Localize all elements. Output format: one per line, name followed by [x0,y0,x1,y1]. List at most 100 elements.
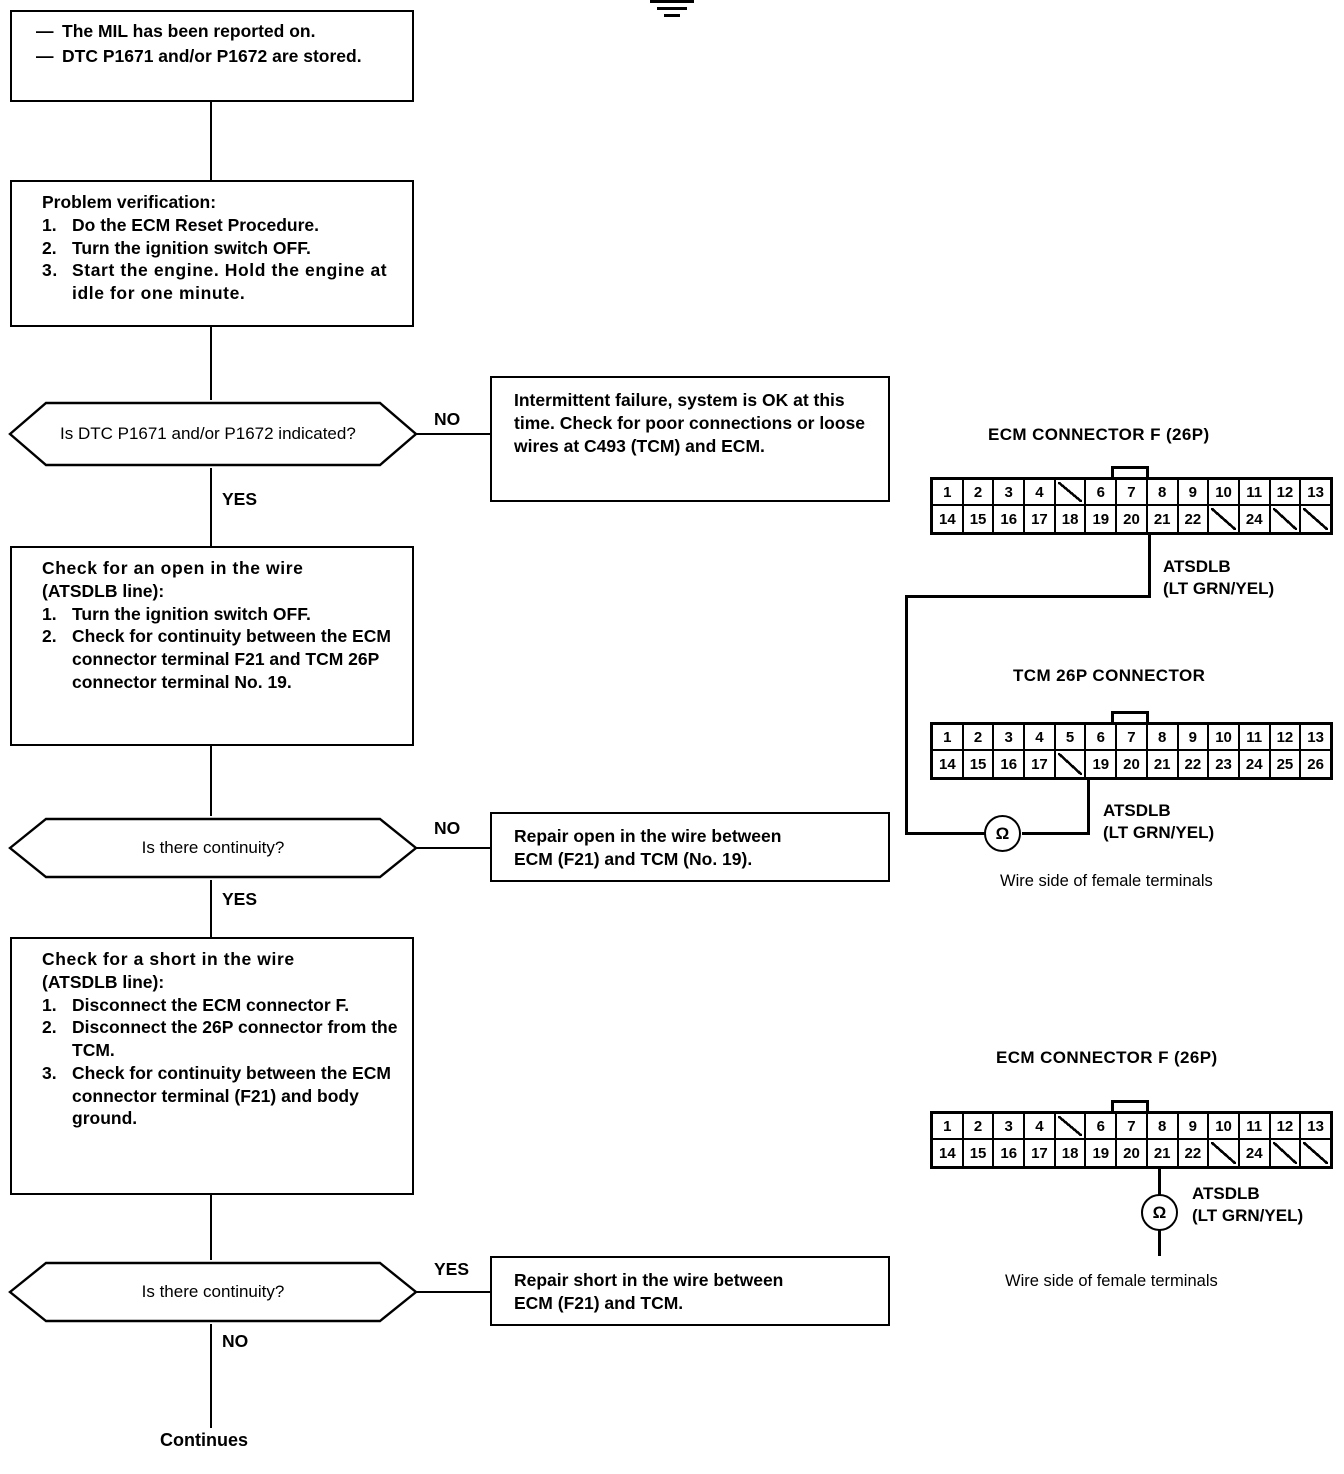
pin-cell: 21 [1147,1140,1179,1166]
pin-cell: 13 [1301,725,1330,751]
ohmmeter-symbol-ecm-bottom: Ω [1141,1194,1178,1231]
check-open-box: Check for an open in the wire (ATSDLB li… [10,546,414,746]
check-open-step-1: 1. Turn the ignition switch OFF. [42,603,311,624]
intermittent-failure-box: Intermittent failure, system is OK at th… [490,376,890,502]
pin-cell: 7 [1117,480,1148,506]
pin-cell-blank [1270,506,1302,532]
check-short-step-3: 3. Check for continuity between the ECM … [42,1062,391,1129]
wire-label-line1: ATSDLB [1103,801,1171,820]
pin-cell-blank [1301,1140,1330,1166]
decision1-no-flag: NO [434,409,461,429]
connector-pins-ecm-f-top: 1 2 3 4 6 7 8 9 10 11 12 13 14 15 16 17 … [930,477,1333,535]
wire-label-line2: (LT GRN/YEL) [1163,578,1275,598]
decision1-yes-flag: YES [222,489,258,509]
pin-cell: 24 [1239,506,1271,532]
pin-cell: 3 [994,1114,1026,1140]
pin-cell: 19 [1086,506,1118,532]
pin-cell-blank [1209,1140,1240,1166]
connector-title-ecm-f-top: ECM CONNECTOR F (26P) [988,425,1210,444]
flow-line-decision1-yes [210,468,212,546]
pin-cell: 17 [1025,1140,1056,1166]
pin-cell: 4 [1025,1114,1056,1140]
continues-label: Continues [160,1430,248,1450]
footnote-ecm-f-bottom: Wire side of female terminals [1005,1272,1218,1290]
symptom-box: — The MIL has been reported on. — DTC P1… [10,10,414,102]
decision-continuity-short-label: Is there continuity? [141,1281,285,1301]
pin-cell: 4 [1025,480,1056,506]
pin-cell: 13 [1301,480,1330,506]
pin-cell: 3 [994,480,1026,506]
problem-verification-heading: Problem verification: [42,192,217,212]
connector-pins-tcm-26p: 1 2 3 4 5 6 7 8 9 10 11 12 13 14 15 16 1… [930,722,1333,780]
pin-cell: 1 [933,725,964,751]
problem-verification-box: Problem verification: 1. Do the ECM Rese… [10,180,414,327]
wire-ecm-top-drop [1148,535,1151,597]
flow-line-decision3-yes [416,1291,490,1293]
pin-cell: 21 [1147,506,1179,532]
repair-short-line-2: ECM (F21) and TCM. [514,1292,684,1313]
pin-cell: 22 [1178,751,1210,777]
wire-label-tcm-26p: ATSDLB (LT GRN/YEL) [1103,800,1214,844]
pin-cell: 20 [1117,751,1148,777]
wire-label-ecm-f-top: ATSDLB (LT GRN/YEL) [1163,556,1274,600]
symptom-line-1: — The MIL has been reported on. [36,21,316,41]
pin-cell: 19 [1086,751,1118,777]
pin-cell: 18 [1055,506,1087,532]
pin-cell: 8 [1147,480,1179,506]
pin-cell: 10 [1209,725,1240,751]
pin-row-top: 1 2 3 4 6 7 8 9 10 11 12 13 [933,480,1330,506]
pin-cell: 1 [933,1114,964,1140]
connector-tab-tcm-26p [1111,711,1149,723]
pin-cell: 6 [1086,480,1118,506]
connector-title-ecm-f-bottom: ECM CONNECTOR F (26P) [996,1048,1218,1067]
pin-cell: 24 [1239,751,1271,777]
decision2-no-flag: NO [434,818,461,838]
pin-cell-blank [1270,1140,1302,1166]
flow-line-checkshort-to-decision3 [210,1195,212,1260]
pin-row-bottom: 14 15 16 17 18 19 20 21 22 24 [933,506,1330,532]
check-open-step-2: 2. Check for continuity between the ECM … [42,626,391,692]
wire-label-line2: (LT GRN/YEL) [1192,1205,1304,1225]
pin-cell: 7 [1117,725,1148,751]
footnote-tcm-26p: Wire side of female terminals [1000,872,1213,890]
verify-step-3: 3. Start the engine. Hold the engine at … [42,260,388,303]
pin-cell: 20 [1117,506,1148,532]
wire-label-line1: ATSDLB [1163,557,1231,576]
pin-cell: 11 [1239,1114,1271,1140]
connector-tab-ecm-f-bottom [1111,1100,1149,1112]
pin-cell: 22 [1178,1140,1210,1166]
pin-cell: 10 [1209,1114,1240,1140]
pin-cell: 12 [1270,480,1302,506]
pin-row-top: 1 2 3 4 5 6 7 8 9 10 11 12 13 [933,725,1330,751]
flow-line-decision3-no [210,1324,212,1428]
pin-cell: 16 [994,1140,1026,1166]
verify-step-2: 2. Turn the ignition switch OFF. [42,237,311,258]
pin-cell: 12 [1270,725,1302,751]
wire-tcm-drop [1087,780,1090,835]
flow-line-decision2-no [416,847,490,849]
check-short-heading-2: (ATSDLB line): [42,971,165,992]
pin-cell: 16 [994,506,1026,532]
pin-cell: 9 [1178,480,1210,506]
decision-continuity-short: Is there continuity? [8,1260,418,1324]
pin-cell: 26 [1301,751,1330,777]
pin-cell: 2 [963,1114,995,1140]
pin-cell: 14 [933,751,964,777]
wire-label-line2: (LT GRN/YEL) [1103,822,1215,842]
wire-label-line1: ATSDLB [1192,1184,1260,1203]
flow-line-decision1-no [416,433,490,435]
wire-ecm-bottom-to-ground [1158,1230,1161,1256]
pin-cell: 6 [1086,1114,1118,1140]
wire-tcm-to-meter [1022,832,1090,835]
flow-line-checkopen-to-decision2 [210,746,212,816]
verify-step-1: 1. Do the ECM Reset Procedure. [42,214,319,235]
pin-cell: 22 [1178,506,1210,532]
decision3-no-flag: NO [222,1331,249,1351]
pin-cell: 21 [1147,751,1179,777]
wire-ecm-bottom-drop [1158,1169,1161,1195]
check-short-step-2: 2. Disconnect the 26P connector from the… [42,1017,398,1060]
pin-cell: 9 [1178,725,1210,751]
pin-cell: 11 [1239,480,1271,506]
flow-line-decision2-yes [210,880,212,937]
pin-cell: 5 [1055,725,1087,751]
